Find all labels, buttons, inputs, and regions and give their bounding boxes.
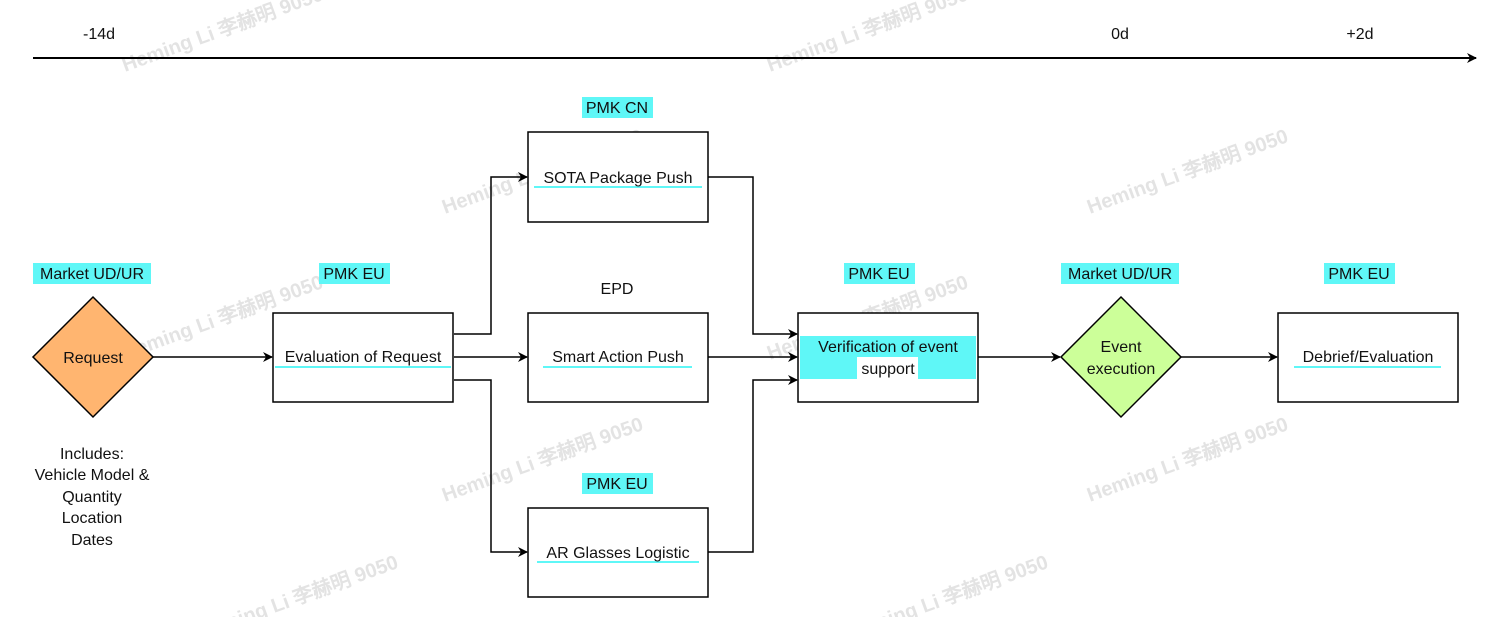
ar-glasses-label: AR Glasses Logistic — [546, 545, 689, 562]
role-pmk-eu-ar: PMK EU — [586, 476, 647, 493]
timeline-end-label: +2d — [1346, 26, 1373, 43]
smart-action-node: Smart Action Push — [527, 312, 709, 403]
verification-highlight — [800, 336, 976, 357]
ar-glasses-node: AR Glasses Logistic — [527, 507, 709, 598]
verification-label-line2: support — [861, 361, 915, 378]
role-pmk-eu-debrief: PMK EU — [1328, 266, 1389, 283]
role-highlight — [582, 473, 653, 494]
watermark-text: Heming Li 李赫明 9050 — [1084, 124, 1292, 219]
role-labels: Market UD/UR PMK EU PMK CN EPD PMK EU PM… — [33, 97, 1395, 494]
timeline-zero-label: 0d — [1111, 26, 1129, 43]
role-highlight — [1061, 263, 1179, 284]
arrow-evaluation-to-ar-glasses — [454, 379, 528, 557]
request-node: Request — [31, 295, 155, 419]
includes-line: Includes: — [60, 446, 124, 463]
evaluation-label: Evaluation of Request — [285, 349, 442, 366]
evaluation-node: Evaluation of Request — [272, 312, 454, 403]
watermark-text: Heming Li 李赫明 9050 — [844, 550, 1052, 617]
verification-highlight — [800, 357, 857, 379]
sota-label: SOTA Package Push — [543, 170, 692, 187]
text-underline-highlight — [534, 186, 702, 188]
evaluation-box — [272, 312, 454, 403]
watermark-text: Heming Li 李赫明 9050 — [1084, 412, 1292, 507]
text-underline-highlight — [275, 366, 451, 368]
smart-action-box — [527, 312, 709, 403]
role-highlight — [844, 263, 915, 284]
arrow-evaluation-to-sota — [454, 172, 528, 335]
verification-highlight — [918, 357, 976, 379]
smart-action-label: Smart Action Push — [552, 349, 684, 366]
role-pmk-eu-eval: PMK EU — [323, 266, 384, 283]
sota-box — [527, 131, 709, 223]
event-diamond — [1059, 295, 1183, 419]
debrief-box — [1277, 312, 1459, 403]
includes-line: Vehicle Model & — [35, 467, 150, 484]
includes-line: Location — [62, 510, 123, 527]
arrow-sota-to-verification — [708, 176, 798, 339]
verification-label-line1: Verification of event — [818, 339, 958, 356]
event-label-line2: execution — [1087, 361, 1156, 378]
text-underline-highlight — [1294, 366, 1441, 368]
text-underline-highlight — [537, 561, 699, 563]
includes-note: Includes: Vehicle Model & Quantity Locat… — [35, 446, 150, 549]
ar-glasses-box — [527, 507, 709, 598]
role-pmk-eu-verify: PMK EU — [848, 266, 909, 283]
connectors — [153, 172, 1278, 557]
event-node: Event execution — [1059, 295, 1183, 419]
request-label: Request — [63, 350, 123, 367]
includes-line: Quantity — [62, 489, 122, 506]
timeline: -14d 0d +2d — [33, 26, 1477, 63]
role-highlight — [582, 97, 653, 118]
sota-node: SOTA Package Push — [527, 131, 709, 223]
role-epd: EPD — [601, 281, 634, 298]
watermark-text: Heming Li 李赫明 9050 — [764, 0, 972, 77]
role-highlight — [1324, 263, 1395, 284]
role-market-start: Market UD/UR — [40, 266, 144, 283]
role-pmk-cn: PMK CN — [586, 100, 648, 117]
role-highlight — [319, 263, 390, 284]
debrief-label: Debrief/Evaluation — [1303, 349, 1434, 366]
arrow-ar-glasses-to-verification — [708, 375, 798, 553]
includes-line: Dates — [71, 532, 113, 549]
timeline-start-label: -14d — [83, 26, 115, 43]
debrief-node: Debrief/Evaluation — [1277, 312, 1459, 403]
watermark-text: Heming Li 李赫明 9050 — [119, 0, 327, 77]
watermark-text: Heming Li 李赫明 9050 — [194, 550, 402, 617]
role-market-event: Market UD/UR — [1068, 266, 1172, 283]
verification-node: Verification of event support — [797, 312, 979, 403]
text-underline-highlight — [543, 366, 692, 368]
request-diamond — [31, 295, 155, 419]
event-label-line1: Event — [1101, 339, 1142, 356]
role-highlight — [33, 263, 151, 284]
